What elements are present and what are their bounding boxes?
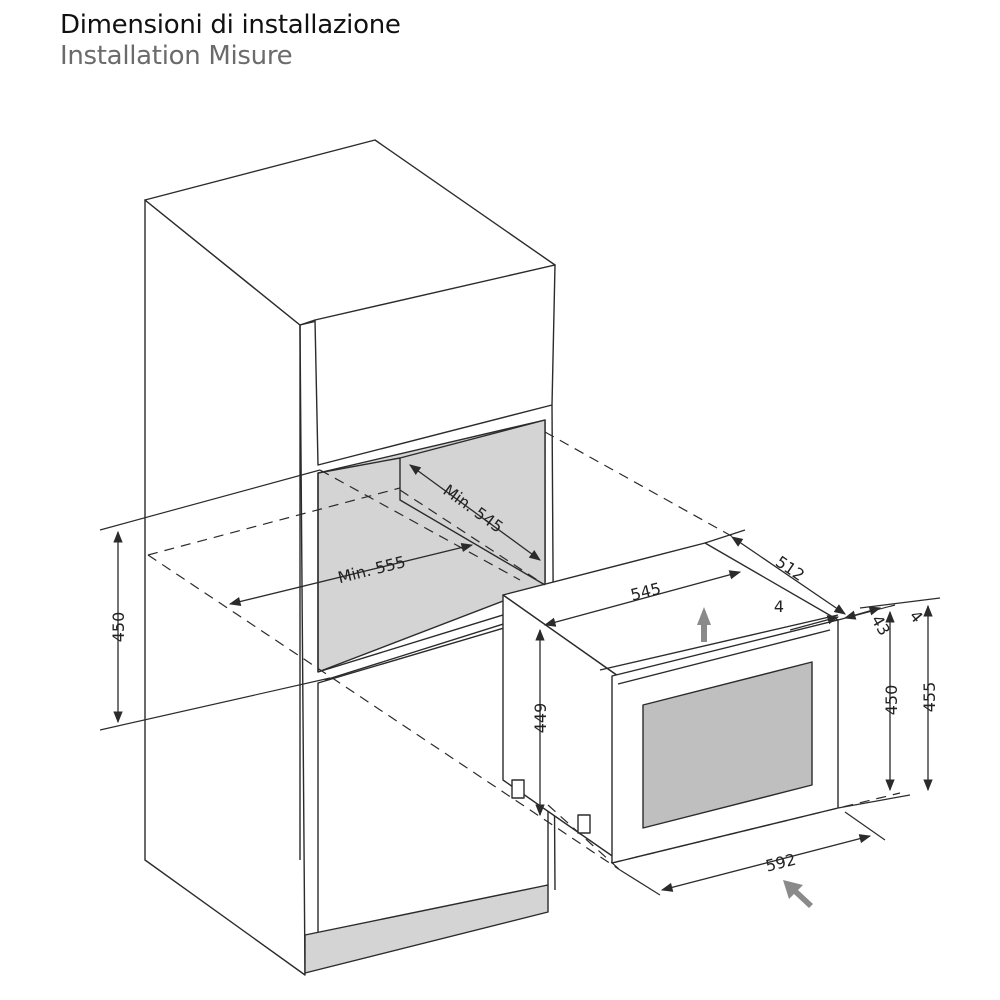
dim-line-door-thickness <box>843 606 882 620</box>
appliance-foot <box>511 779 525 799</box>
tall-cabinet <box>144 139 556 976</box>
label-front-width: 592 <box>764 850 798 876</box>
label-total-height: 455 <box>920 682 939 713</box>
label-appliance-depth: 512 <box>772 552 808 585</box>
header: Dimensioni di installazione Installation… <box>60 8 401 70</box>
cabinet-side-panel <box>144 199 306 976</box>
label-body-height: 449 <box>531 703 550 734</box>
appliance-glass-window <box>642 661 813 829</box>
label-door-height: 450 <box>882 685 901 716</box>
dim-line-appliance-depth <box>731 536 846 615</box>
arrow-up-icon <box>697 607 711 642</box>
page-title: Dimensioni di installazione <box>60 10 401 40</box>
dim-line-front-width <box>660 834 872 892</box>
label-gap-right: 4 <box>906 606 927 626</box>
dimension-lines <box>113 464 933 892</box>
appliance-foot <box>577 814 591 834</box>
direction-arrows <box>697 607 813 908</box>
label-gap-top: 4 <box>774 597 784 616</box>
page-subtitle: Installation Misure <box>60 41 293 71</box>
dim-line-appliance-width <box>543 570 742 627</box>
dim-line-niche-depth <box>409 464 541 561</box>
arrow-insert-icon <box>783 880 813 908</box>
dim-line-gap-top <box>789 615 840 631</box>
label-niche-height: 450 <box>109 612 128 643</box>
cabinet-plinth <box>304 884 549 974</box>
